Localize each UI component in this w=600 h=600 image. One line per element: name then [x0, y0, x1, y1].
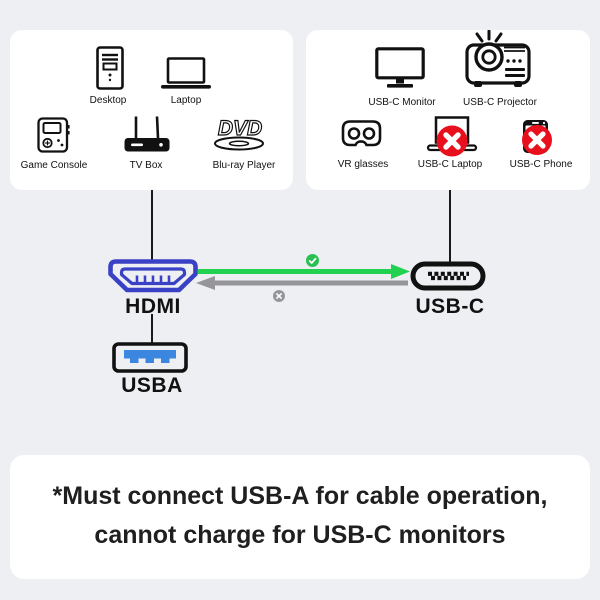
tv-box-icon	[123, 115, 171, 153]
usb-a-label: USBA	[121, 374, 183, 397]
usb-c-projector-label: USB-C Projector	[463, 97, 537, 108]
desktop-icon	[96, 46, 124, 90]
game-console-label: Game Console	[20, 160, 88, 171]
usb-c-monitor-icon	[375, 47, 425, 89]
line-displays-to-usbc	[449, 190, 451, 262]
blu-ray-player-icon: DVD	[210, 116, 270, 151]
usb-a-connector-icon	[112, 342, 188, 373]
reverse-arrow-icon	[196, 276, 408, 290]
line-sources-to-hdmi	[151, 190, 153, 260]
usb-c-laptop-label: USB-C Laptop	[417, 159, 483, 170]
laptop-label: Laptop	[170, 95, 202, 106]
check-badge-icon	[306, 254, 319, 267]
note-line-1: *Must connect USB-A for cable operation,	[52, 482, 548, 510]
usb-c-phone-label: USB-C Phone	[509, 159, 573, 170]
hdmi-connector-icon	[108, 259, 198, 293]
desktop-label: Desktop	[89, 95, 127, 106]
laptop-icon	[161, 57, 211, 89]
forward-arrow-icon	[198, 263, 410, 280]
usb-c-projector-icon	[464, 30, 536, 90]
blu-ray-player-label: Blu-ray Player	[212, 160, 276, 171]
note-box: *Must connect USB-A for cable operation,…	[10, 455, 590, 579]
display-devices-panel: USB-C Monitor USB-C Projector	[306, 30, 590, 190]
source-devices-panel: Desktop Laptop Game Console	[10, 30, 293, 190]
cross-badge-icon	[273, 290, 285, 302]
not-allowed-badge	[522, 125, 552, 155]
usb-c-label: USB-C	[415, 295, 485, 318]
game-console-icon	[37, 117, 70, 153]
usb-c-laptop-icon	[425, 116, 479, 158]
vr-glasses-label: VR glasses	[337, 159, 389, 170]
line-hdmi-to-usba	[151, 314, 153, 343]
tv-box-label: TV Box	[129, 160, 163, 171]
note-line-2: cannot charge for USB-C monitors	[94, 521, 506, 549]
usb-c-phone-icon	[520, 118, 556, 156]
not-allowed-badge	[436, 125, 468, 157]
usb-c-connector-icon	[410, 261, 486, 291]
vr-glasses-icon	[341, 118, 382, 154]
hdmi-label: HDMI	[125, 295, 181, 318]
usb-c-monitor-label: USB-C Monitor	[368, 97, 436, 108]
